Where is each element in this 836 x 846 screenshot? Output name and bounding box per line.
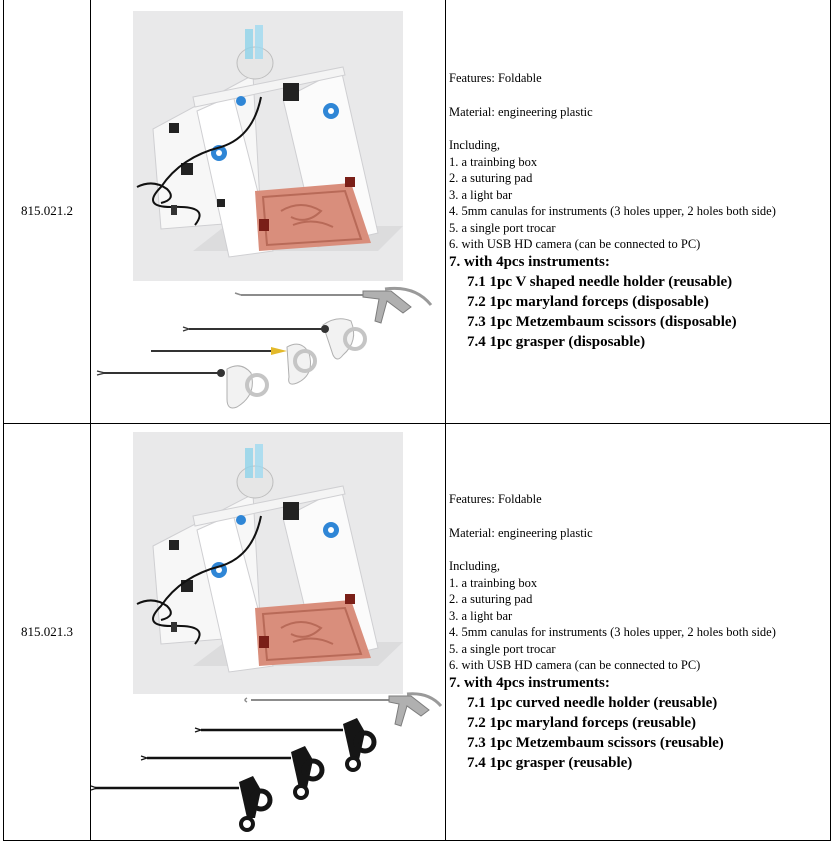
material-line: Material: engineering plastic — [449, 104, 593, 119]
instruments-heading: 7. with 4pcs instruments: — [449, 674, 610, 691]
training-box-photo — [133, 11, 403, 281]
list-item: 2. a suturing pad — [449, 171, 533, 186]
included-items-list: 1. a trainbing box 2. a suturing pad 3. … — [449, 575, 824, 674]
material-line: Material: engineering plastic — [449, 525, 593, 540]
instrument-item: 7.4 1pc grasper (disposable) — [467, 333, 646, 350]
features-line: Features: Foldable — [449, 71, 542, 86]
instrument-item: 7.1 1pc curved needle holder (reusable) — [467, 694, 718, 711]
instrument-item: 7.2 1pc maryland forceps (disposable) — [467, 293, 709, 310]
list-item: 1. a trainbing box — [449, 154, 538, 169]
list-item: 4. 5mm canulas for instruments (3 holes … — [449, 204, 776, 219]
list-item: 6. with USB HD camera (can be connected … — [449, 658, 701, 673]
list-item: 2. a suturing pad — [449, 592, 533, 607]
included-items-list: 1. a trainbing box 2. a suturing pad 3. … — [449, 154, 824, 253]
product-image-cell — [90, 423, 446, 841]
instrument-item: 7.4 1pc grasper (reusable) — [467, 754, 633, 771]
list-item: 5. a single port trocar — [449, 220, 556, 235]
list-item: 3. a light bar — [449, 608, 513, 623]
product-description: Features: Foldable Material: engineering… — [445, 0, 831, 424]
features-line: Features: Foldable — [449, 492, 542, 507]
table-row: 815.021.2 — [3, 0, 831, 424]
list-item: 4. 5mm canulas for instruments (3 holes … — [449, 625, 776, 640]
including-label: Including, — [449, 138, 501, 153]
instruments-photo — [91, 692, 443, 832]
instruments-photo — [96, 286, 433, 409]
list-item: 6. with USB HD camera (can be connected … — [449, 237, 701, 252]
instrument-item: 7.1 1pc V shaped needle holder (reusable… — [467, 273, 733, 290]
list-item: 3. a light bar — [449, 187, 513, 202]
instrument-item: 7.2 1pc maryland forceps (reusable) — [467, 714, 697, 731]
product-spec-table: 815.021.2 — [3, 0, 831, 841]
including-label: Including, — [449, 559, 501, 574]
table-row: 815.021.3 — [3, 423, 831, 841]
instruments-heading: 7. with 4pcs instruments: — [449, 253, 610, 270]
product-code: 815.021.2 — [3, 0, 91, 424]
product-description: Features: Foldable Material: engineering… — [445, 423, 831, 841]
product-code: 815.021.3 — [3, 423, 91, 841]
list-item: 5. a single port trocar — [449, 641, 556, 656]
instrument-item: 7.3 1pc Metzembaum scissors (reusable) — [467, 734, 724, 751]
product-image-cell — [90, 0, 446, 424]
list-item: 1. a trainbing box — [449, 575, 538, 590]
instrument-item: 7.3 1pc Metzembaum scissors (disposable) — [467, 313, 737, 330]
training-box-photo — [133, 432, 403, 694]
